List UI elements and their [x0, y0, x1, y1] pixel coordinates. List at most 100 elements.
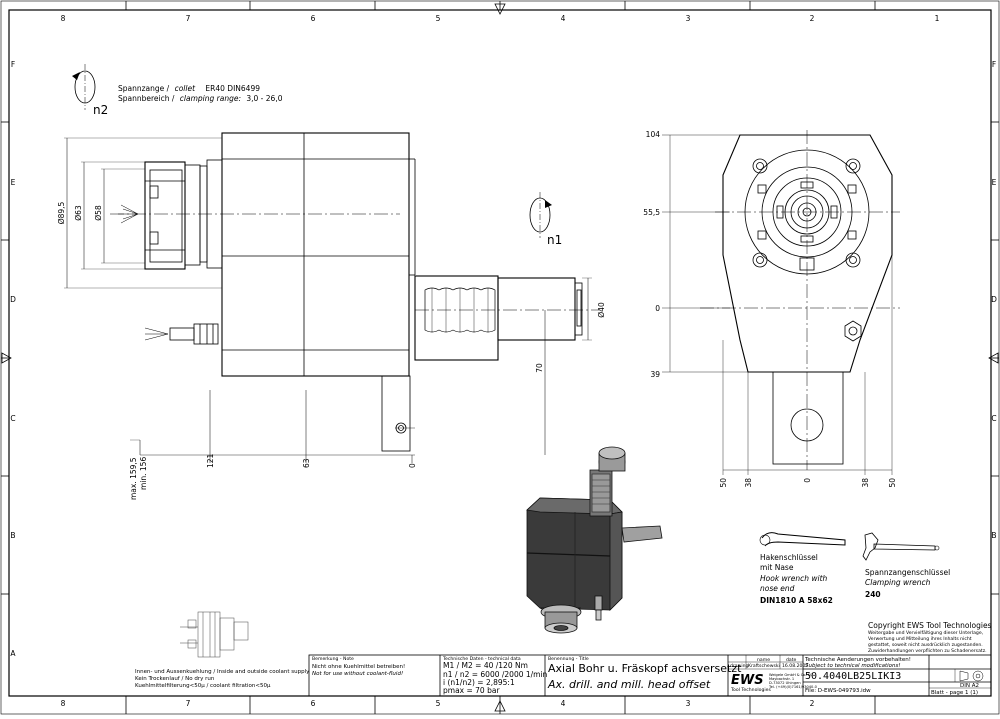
tb-logo-sub: Tool Technologies: [730, 687, 771, 693]
tb-company-2: Maybachstr. 1: [769, 677, 794, 681]
row-A-left: A: [10, 649, 16, 658]
row-B-right: B: [991, 531, 996, 540]
tb-name-en: Ax. drill. and mill. head offset: [547, 678, 711, 691]
col-3-bottom: 3: [686, 699, 691, 708]
row-F-left: F: [11, 60, 15, 69]
row-C-left: C: [10, 414, 15, 423]
tb-company-1: Weigele GmbH & Co. KG: [769, 673, 813, 677]
clamping-en: clamping range:: [180, 94, 241, 103]
rotation-symbol-n1: [529, 192, 552, 238]
side-view-dimensions: [64, 137, 592, 463]
dim-min: min. 156: [139, 457, 148, 490]
dim-front-b50l: 50: [719, 478, 728, 488]
col-7-bottom: 7: [186, 699, 191, 708]
collet-de: Spannzange /: [118, 84, 170, 93]
tb-tech-label: Technische Daten - technical data: [442, 656, 521, 662]
copyright-line2: Weitergabe und Vervielfältigung dieser U…: [868, 630, 984, 636]
copyright-title: Copyright EWS Tool Technologies: [868, 621, 992, 630]
row-E-right: E: [992, 178, 997, 187]
dim-d58: Ø58: [94, 205, 103, 221]
col-2-top: 2: [810, 14, 815, 23]
dim-front-b38l: 38: [744, 478, 753, 488]
dim-front-39: 39: [650, 370, 660, 379]
col-4-top: 4: [561, 14, 566, 23]
coolant-schematic-icon: [180, 611, 249, 658]
tb-sheet: Blatt - page 1 (1): [931, 690, 978, 696]
dim-max: max. 159,5: [129, 457, 138, 500]
col-6-bottom: 6: [311, 699, 316, 708]
clamping-wrench-spec: 240: [865, 590, 881, 599]
copyright-line4: gestattet, soweit nicht ausdrücklich zug…: [868, 642, 983, 648]
tb-drawn-by: Kraftschewski: [748, 663, 780, 669]
col-6-top: 6: [311, 14, 316, 23]
tb-logo: EWS: [731, 673, 764, 688]
col-8-bottom: 8: [61, 699, 66, 708]
clamping-wrench-en: Clamping wrench: [865, 578, 931, 587]
dim-121: 121: [206, 453, 215, 468]
tb-tech-p: pmax = 70 bar: [443, 686, 500, 695]
tb-remark-de: Nicht ohne Kuehlmittel betreiben!: [312, 664, 405, 670]
tb-part-number: 50.4040LB25LIKI3: [805, 671, 901, 682]
col-4-bottom: 4: [561, 699, 566, 708]
hook-wrench-en1: Hook wrench with: [760, 574, 828, 583]
dim-front-b0: 0: [803, 478, 812, 483]
collet-line: Spannzange / collet ER40 DIN6499: [118, 84, 260, 93]
dim-d63: Ø63: [74, 205, 83, 221]
coolant-note-1: Innen- und Aussenkuehlung / Inside and o…: [135, 669, 310, 675]
front-view-dimensions: [662, 134, 893, 475]
tb-name-de: Axial Bohr u. Fräskopf achsversetzt: [548, 662, 742, 675]
tb-col-date: date: [786, 657, 797, 663]
copyright-line3: Verwertung und Mitteilung ihres Inhalts …: [868, 636, 972, 642]
tb-mods-en: Subject to technical modifications!: [805, 663, 901, 669]
row-D-left: D: [10, 295, 16, 304]
rotation-symbol-n2: [72, 64, 96, 110]
collet-spec: ER40 DIN6499: [205, 84, 260, 93]
col-5-top: 5: [436, 14, 441, 23]
dim-front-104: 104: [646, 130, 661, 139]
dim-front-b50r: 50: [888, 478, 897, 488]
col-7-top: 7: [186, 14, 191, 23]
coolant-note-3: Kuehlmittelfilterung<50μ / coolant filtr…: [135, 683, 271, 689]
clamping-spec: 3,0 - 26,0: [246, 94, 282, 103]
hook-wrench-de2: mit Nase: [760, 563, 794, 572]
tb-tech-i: i (n1/n2) = 2,895:1: [443, 678, 515, 687]
clamping-wrench-de: Spannzangenschlüssel: [865, 568, 950, 577]
col-1-top: 1: [935, 14, 940, 23]
tb-remark-label: Bemerkung - Note: [312, 656, 354, 662]
side-view: [64, 132, 600, 463]
hook-wrench-spec: DIN1810 A 58x62: [760, 596, 833, 605]
tb-remark-en: Not for use without coolant-fluid!: [312, 671, 403, 677]
dim-front-b38r: 38: [861, 478, 870, 488]
dim-d89: Ø89,5: [57, 201, 66, 224]
row-E-left: E: [11, 178, 16, 187]
label-n2: n2: [93, 103, 108, 117]
tb-tech-n: n1 / n2 = 6000 /2000 1/min: [443, 670, 548, 679]
dim-0: 0: [408, 463, 417, 468]
tb-drawn-date: 16.08.2007: [782, 663, 808, 669]
tb-name-label: Benennung - Title: [548, 656, 589, 662]
row-F-right: F: [992, 60, 996, 69]
hook-wrench-icon: [759, 532, 846, 547]
hook-wrench-de1: Hakenschlüssel: [760, 553, 818, 562]
coolant-note-2: Kein Trockenlauf / No dry run: [135, 676, 215, 682]
copyright-line5: Zuwiderhandlungen verpflichten zu Schade…: [868, 648, 987, 654]
row-D-right: D: [991, 295, 997, 304]
tb-company-3: D-73072 Uhingen: [769, 681, 801, 685]
row-B-left: B: [10, 531, 15, 540]
front-view: [662, 130, 900, 475]
collet-en: collet: [175, 84, 196, 93]
dim-d40: Ø40: [597, 302, 606, 318]
dim-front-55: 55,5: [643, 208, 660, 217]
col-3-top: 3: [686, 14, 691, 23]
tool-head-3d-render: [526, 446, 663, 634]
col-8-top: 8: [61, 14, 66, 23]
dim-front-0: 0: [655, 304, 660, 313]
clamping-wrench-icon: [862, 532, 940, 561]
tb-row-drawing: drawing: [730, 663, 749, 669]
tb-mods-de: Technische Aenderungen vorbehalten!: [804, 657, 911, 663]
hook-wrench-en2: nose end: [760, 584, 795, 593]
tb-col-name: name: [757, 658, 770, 663]
